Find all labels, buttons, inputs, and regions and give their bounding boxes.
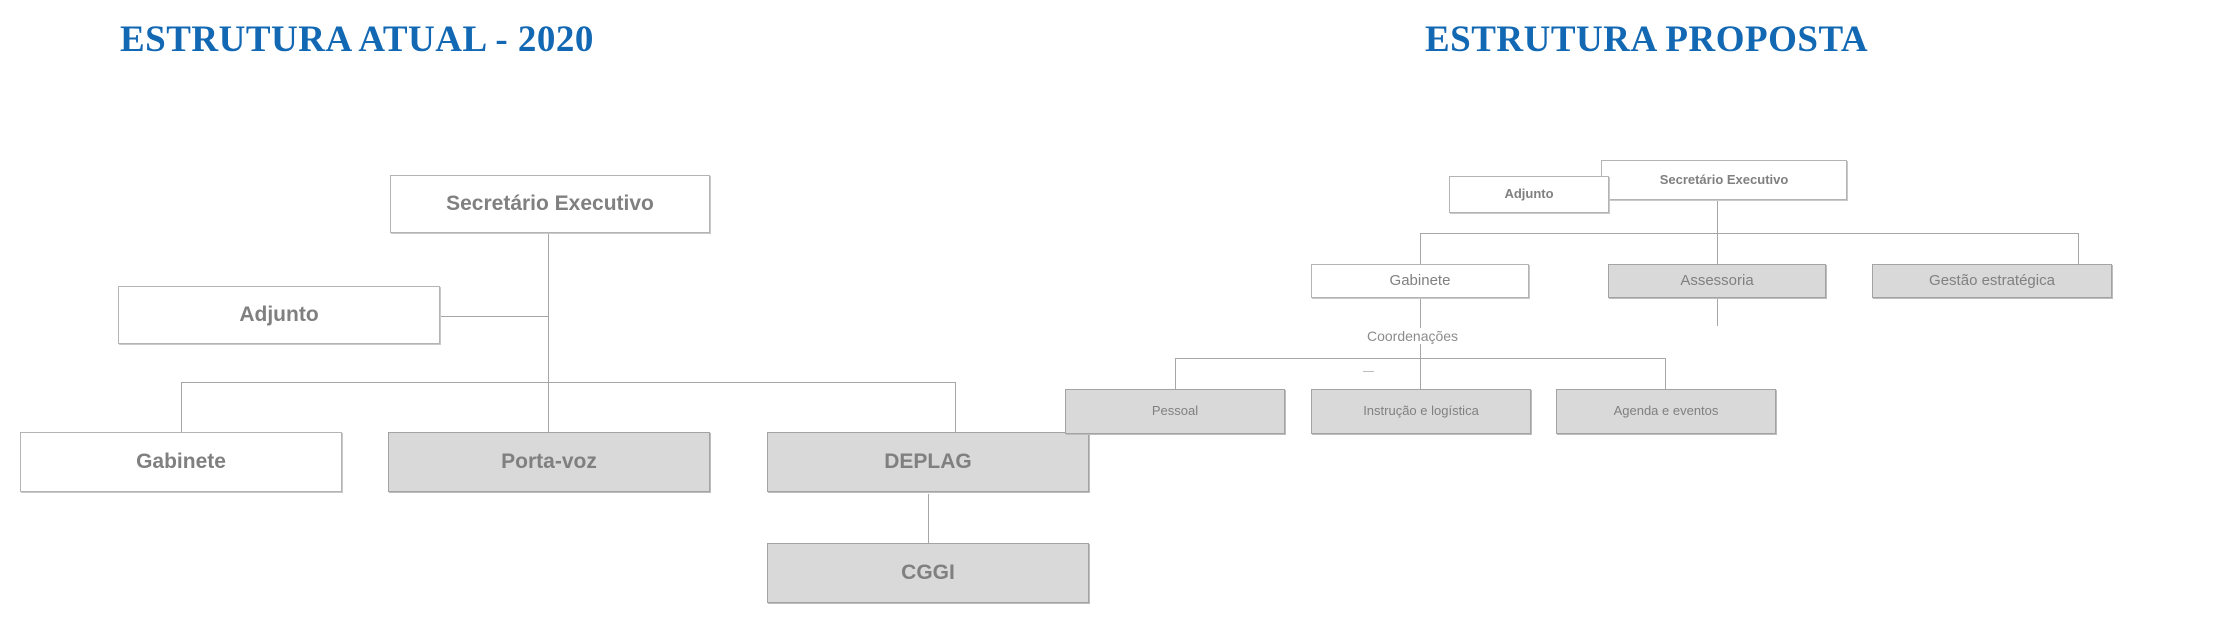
connector-drop-pessoal	[1175, 358, 1176, 390]
node-label: Agenda e eventos	[1613, 403, 1719, 419]
connector-drop-gabinete-current	[181, 382, 182, 451]
node-pessoal[interactable]: Pessoal	[1065, 389, 1285, 434]
connector-drop-gabinete-proposed	[1420, 233, 1421, 265]
node-gabinete-current[interactable]: Gabinete	[20, 432, 342, 492]
node-adjunto-proposed[interactable]: Adjunto	[1449, 176, 1609, 213]
connector-deplag-cggi	[928, 494, 929, 544]
node-label: Secretário Executivo	[446, 191, 654, 215]
org-chart-current: ESTRUTURA ATUAL - 2020 Secretário Execut…	[20, 19, 1089, 603]
node-agenda-e-eventos[interactable]: Agenda e eventos	[1556, 389, 1776, 434]
connector-bus-current	[181, 382, 956, 383]
node-label: Gestão estratégica	[1929, 272, 2055, 290]
node-label: Secretário Executivo	[1659, 171, 1789, 187]
node-gabinete-proposed[interactable]: Gabinete	[1311, 264, 1529, 298]
node-assessoria[interactable]: Assessoria	[1608, 264, 1826, 298]
node-label: Gabinete	[1389, 272, 1451, 290]
connector-drop-agenda	[1665, 358, 1666, 390]
node-label: Adjunto	[239, 302, 319, 326]
node-label: DEPLAG	[884, 449, 972, 473]
node-label: Porta-voz	[501, 449, 597, 473]
node-label: Instrução e logística	[1363, 403, 1479, 419]
connector-label-coordenacoes: Coordenações	[1363, 328, 1463, 344]
connector-drop-instrucao	[1420, 358, 1421, 390]
bus-tick-dash	[1363, 371, 1374, 372]
node-label: CGGI	[901, 560, 955, 584]
node-gestao-estrategica[interactable]: Gestão estratégica	[1872, 264, 2112, 298]
node-instrucao-e-logistica[interactable]: Instrução e logística	[1311, 389, 1531, 434]
page-title-proposed: ESTRUTURA PROPOSTA	[1425, 19, 1869, 60]
connector-drop-deplag-current	[955, 382, 956, 451]
node-label: Assessoria	[1680, 272, 1754, 290]
node-deplag-current[interactable]: DEPLAG	[767, 432, 1089, 492]
connector-trunk-current	[548, 232, 549, 451]
connector-bus-proposed	[1420, 233, 2079, 234]
node-label: Gabinete	[136, 449, 226, 473]
node-label: Pessoal	[1151, 403, 1199, 419]
page-title-current: ESTRUTURA ATUAL - 2020	[120, 19, 594, 60]
node-secretario-executivo-current[interactable]: Secretário Executivo	[390, 175, 710, 233]
connector-drop-assessoria	[1717, 233, 1718, 265]
node-cggi-current[interactable]: CGGI	[767, 543, 1089, 603]
node-adjunto-current[interactable]: Adjunto	[118, 286, 440, 344]
org-chart-proposed: ESTRUTURA PROPOSTA Coordenações Secretár…	[1065, 0, 2230, 632]
connector-adjunto-current	[439, 316, 549, 317]
node-label: Adjunto	[1504, 186, 1554, 202]
node-secretario-executivo-proposed[interactable]: Secretário Executivo	[1601, 160, 1847, 200]
node-porta-voz-current[interactable]: Porta-voz	[388, 432, 710, 492]
connector-drop-gestao	[2078, 233, 2079, 265]
